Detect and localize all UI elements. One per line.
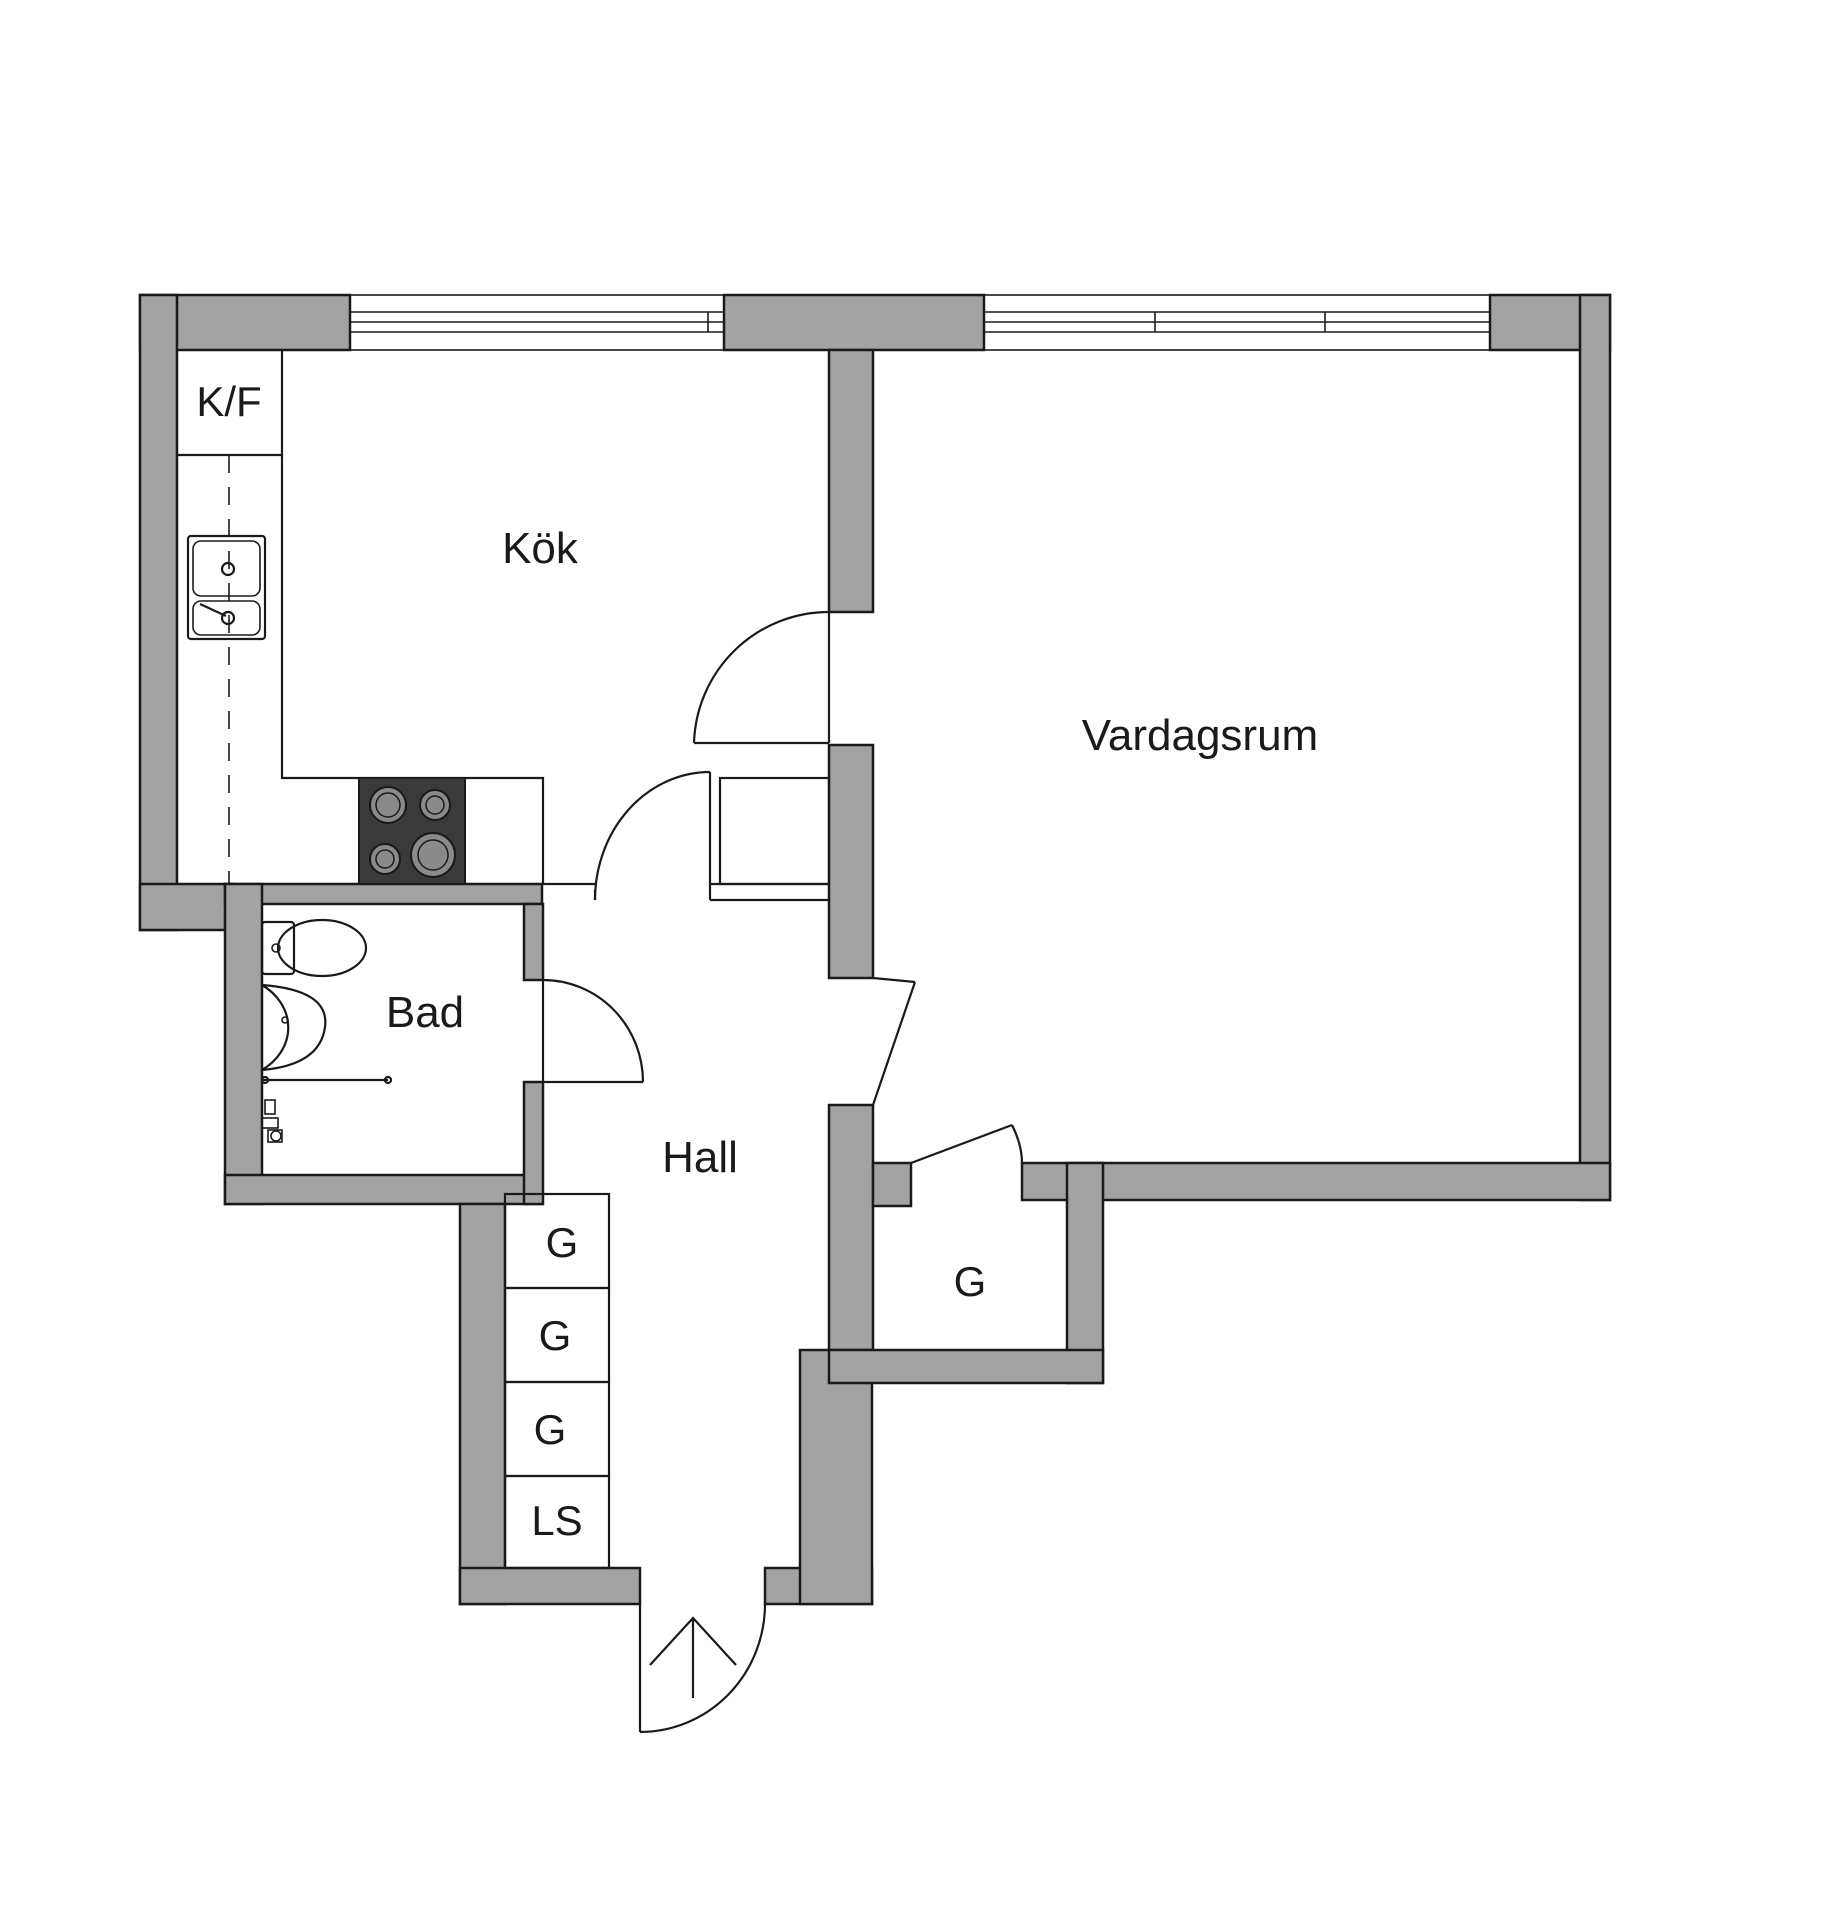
wall-hall-bottom-left [458,1566,642,1606]
door-bath [541,978,645,1084]
wall-top-middle [722,293,986,352]
wall-hall-left [458,1202,507,1606]
stove-icon [358,777,466,885]
wall-bath-bottom [223,1173,544,1206]
sink-icon [186,534,267,641]
doors [541,610,1024,1734]
door-hall-living [871,976,917,1106]
label-closet-3: G [534,1406,567,1453]
wall-bath-right-upper [522,902,545,982]
label-closet-1: G [546,1219,579,1266]
label-closet-2: G [539,1312,572,1359]
washbasin-icon [261,983,327,1072]
wall-living-bottom [1020,1161,1612,1202]
wall-kitchen-bottom [138,882,237,932]
door-kitchen-living [692,610,831,745]
wall-hall-right-lower [798,1348,874,1606]
wall-closet-bottom [827,1348,1105,1385]
label-fridge-freezer: K/F [196,378,261,425]
room-label-living: Vardagsrum [1082,711,1318,760]
wall-closet-stub [871,1161,913,1208]
windows [349,294,1491,351]
room-label-hall: Hall [662,1133,738,1182]
wall-bath-right-lower [522,1080,545,1206]
hall-closets [503,1192,611,1570]
kitchen-fixtures [177,350,831,902]
door-closet [910,1123,1024,1165]
walls [138,293,1612,1606]
wall-bath-left [223,882,264,1206]
wall-partition-lower [827,1103,875,1352]
linen-closet [503,1474,611,1570]
label-linen: LS [531,1497,582,1544]
entrance-arrow-icon [649,1616,737,1666]
wall-left-kitchen [138,293,179,932]
room-label-bath: Bad [386,988,464,1037]
labels: Kök Vardagsrum Bad Hall K/F G G G LS G [196,378,1318,1544]
bath-fixtures [260,918,393,1143]
room-label-kitchen: Kök [502,524,579,573]
shower-head-icon [261,1099,283,1143]
kitchen-cabinet [718,776,831,886]
wall-bath-top [223,882,544,906]
window-kitchen [349,294,725,351]
window-living [983,294,1491,351]
wall-closet-right [1065,1161,1105,1385]
shower-rail-icon [260,1075,393,1085]
toilet-icon [260,918,368,978]
wall-partition-upper [827,348,875,614]
wall-partition-middle [827,743,875,980]
door-hall-kitchen [593,770,712,901]
door-entrance [638,1603,767,1734]
wall-right [1578,293,1612,1202]
label-closet-right: G [954,1258,987,1305]
